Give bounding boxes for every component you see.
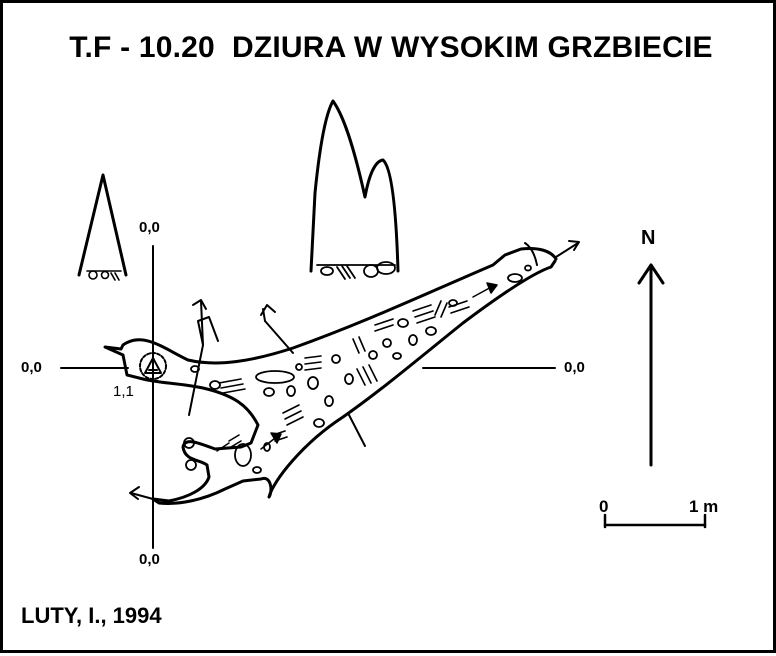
- station-depth-label: 1,1: [113, 383, 134, 400]
- passage-boulders: [183, 264, 532, 474]
- axis-label-bottom: 0,0: [139, 551, 160, 568]
- north-arrow: [637, 263, 665, 467]
- cave-plan-drawing: [60, 99, 707, 549]
- scale-label-end: 1 m: [689, 497, 719, 516]
- scale-label-start: 0: [599, 497, 609, 516]
- map-title: T.F - 10.20 DZIURA W WYSOKIM GRZBIECIE: [69, 31, 713, 64]
- axis-label-top: 0,0: [139, 219, 160, 236]
- survey-station-marker: [139, 352, 167, 380]
- scale-bar: [603, 513, 707, 529]
- author-credit: LUTY, I., 1994: [21, 603, 162, 628]
- exit-arrows: [129, 240, 580, 500]
- cross-section-large: [309, 99, 400, 273]
- slope-indicators: [216, 282, 498, 452]
- north-label: N: [641, 227, 656, 249]
- axis-label-left: 0,0: [21, 359, 42, 376]
- cross-section-large-rubble: [316, 261, 396, 280]
- cross-section-small-rubble: [86, 270, 122, 281]
- cave-passage-outline: [103, 247, 558, 505]
- passage-rubble-hatching: [218, 300, 470, 448]
- axis-label-right: 0,0: [564, 359, 585, 376]
- cross-section-small: [77, 173, 128, 277]
